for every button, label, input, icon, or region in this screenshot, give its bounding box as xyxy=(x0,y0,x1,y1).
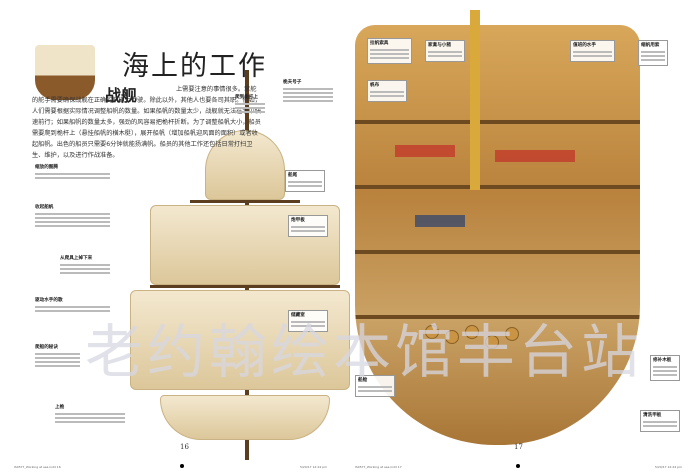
yard xyxy=(150,285,340,288)
caption: 家禽与小猪 xyxy=(425,40,465,62)
yard xyxy=(190,200,300,203)
caption: 船尾 xyxy=(285,170,325,192)
caption: 上桅 xyxy=(55,405,125,425)
caption: 船舱 xyxy=(355,375,395,397)
caption: 清洗甲板 xyxy=(640,410,680,432)
slug: IS0577_Working at sea.indd 17 xyxy=(355,465,402,469)
caption: 缩帆用索 xyxy=(638,40,668,66)
slug: 5/20/17 12:24 pm xyxy=(300,465,327,469)
caption: 桅夫号子 xyxy=(283,80,333,104)
caption: 爬到桅杆上 xyxy=(235,95,265,115)
intro-paragraph: 上需要注意的事情很多。掌舵的舵手需要确保战舰在正确的航道上行驶。除此以外，其他人… xyxy=(32,86,261,159)
slug: 5/20/17 12:24 pm xyxy=(655,465,682,469)
page-number: 17 xyxy=(514,443,523,451)
topsail xyxy=(150,205,340,285)
topgallant-sail xyxy=(205,130,285,200)
caption: 储藏室 xyxy=(288,310,328,332)
caption: 缩放的图腾 xyxy=(35,165,110,181)
caption: 爬船的秘诀 xyxy=(35,345,80,369)
furled-sail xyxy=(160,395,330,440)
registration-mark xyxy=(516,464,520,468)
mast-section xyxy=(470,10,480,190)
caption: 拉帆索具 xyxy=(367,38,412,64)
caption: 帆布 xyxy=(367,80,407,102)
caption: 驱动水手的歌 xyxy=(35,298,110,314)
watermark: 老约翰绘本馆丰台站 xyxy=(85,318,644,386)
caption: 收起船帆 xyxy=(35,205,110,229)
registration-mark xyxy=(180,464,184,468)
page-title: 海上的工作 xyxy=(122,51,267,82)
ship-thumbnail xyxy=(35,45,95,100)
caption: 从爬具上掉下来 xyxy=(60,256,110,276)
course-sail xyxy=(130,290,350,390)
caption: 炮甲板 xyxy=(288,215,328,237)
page-number: 16 xyxy=(180,443,189,451)
slug: IS0577_Working at sea.indd 16 xyxy=(14,465,61,469)
section-heading: 战舰 xyxy=(105,86,138,105)
caption: 值班的水手 xyxy=(570,40,615,62)
caption: 修补木板 xyxy=(650,355,680,381)
